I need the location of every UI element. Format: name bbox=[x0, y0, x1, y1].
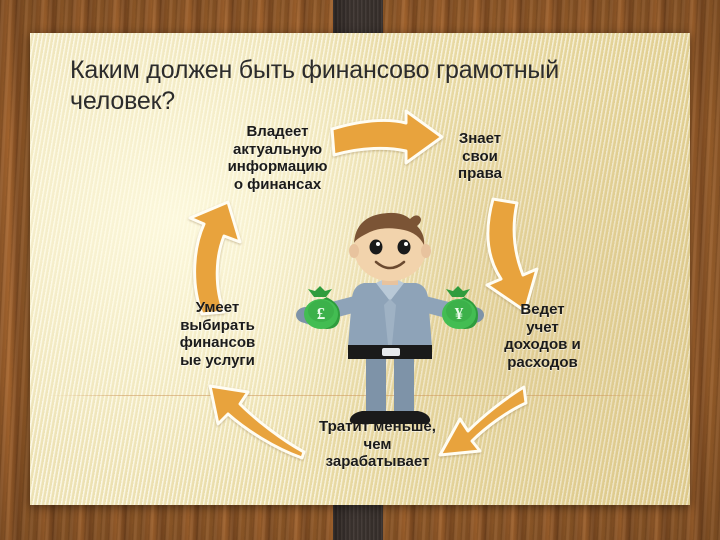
businessman-illustration: £ ¥ bbox=[270, 205, 510, 435]
arrow-bottom-right-icon bbox=[420, 381, 530, 472]
cycle-label-services: Умеет выбирать финансов ые услуги bbox=[179, 299, 256, 370]
page-title: Каким должен быть финансово грамотный че… bbox=[70, 56, 559, 116]
money-bag-left-icon: £ bbox=[304, 286, 340, 329]
presentation-slide: Каким должен быть финансово грамотный че… bbox=[30, 33, 690, 505]
cycle-label-rights: Знает свои права bbox=[458, 130, 502, 183]
cycle-label-info: Владеет актуальную информацию о финансах bbox=[227, 123, 328, 194]
arrow-bottom-left-icon bbox=[198, 378, 310, 467]
arrow-right-icon bbox=[475, 193, 559, 322]
arrow-top-icon bbox=[328, 107, 448, 176]
svg-text:¥: ¥ bbox=[455, 304, 464, 323]
svg-text:£: £ bbox=[317, 304, 326, 323]
arrow-left-icon bbox=[178, 198, 260, 325]
horizontal-divider bbox=[48, 395, 672, 396]
money-bag-right-icon: ¥ bbox=[442, 286, 478, 329]
cycle-label-income: Ведет учет доходов и расходов bbox=[504, 301, 581, 372]
